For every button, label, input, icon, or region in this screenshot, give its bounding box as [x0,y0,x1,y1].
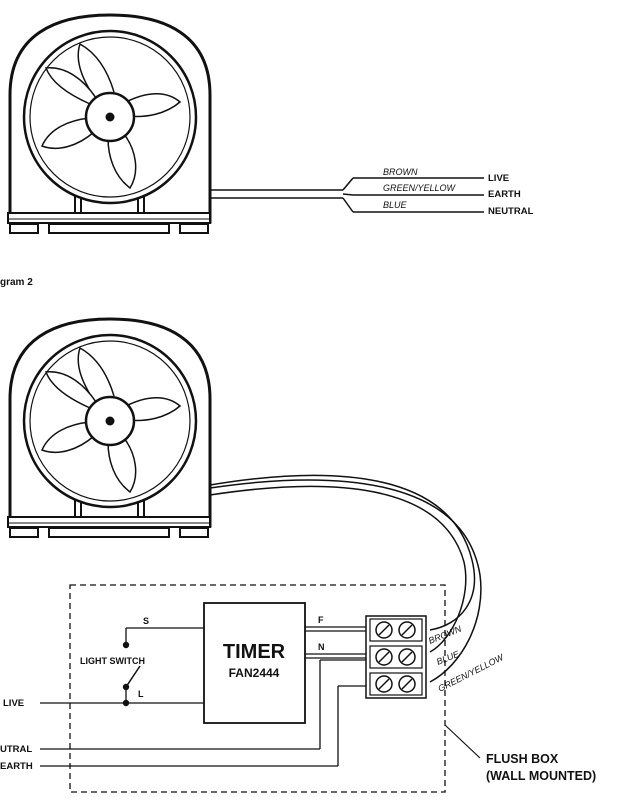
flush-box-leader [444,724,481,759]
supply-neutral-label: UTRAL [0,744,32,755]
internal-wiring [40,626,366,767]
fan-unit-2 [6,317,212,539]
wire-label-blue-1: BLUE [383,200,408,210]
supply-earth-label: EARTH [0,761,33,772]
terminal-live-1: LIVE [488,173,509,184]
cable-2 [209,474,482,683]
switch-l-label: L [138,689,144,699]
timer-pin-f: F [318,615,324,625]
terminal-earth-1: EARTH [488,189,521,200]
wire-label-brown-1: BROWN [383,167,418,177]
wire-label-blue-2: BLUE [435,648,461,666]
light-switch-label: LIGHT SWITCH [80,656,145,666]
light-switch [122,641,141,707]
flush-box-label-line1: FLUSH BOX [486,752,559,766]
cable-1 [210,177,484,213]
wire-label-green-yellow-1: GREEN/YELLOW [383,183,457,193]
terminal-neutral-1: NEUTRAL [488,206,534,217]
terminal-block [365,615,427,699]
fan-unit-1 [6,13,212,235]
flush-box-label-line2: (WALL MOUNTED) [486,769,596,783]
timer-model: FAN2444 [229,666,280,680]
timer-box [203,602,306,724]
diagram-2-caption: gram 2 [0,277,33,288]
supply-live-label: LIVE [3,698,24,709]
flush-box [69,584,446,793]
switch-s-label: S [143,616,149,626]
timer-title: TIMER [223,641,286,663]
timer-pin-n: N [318,642,325,652]
